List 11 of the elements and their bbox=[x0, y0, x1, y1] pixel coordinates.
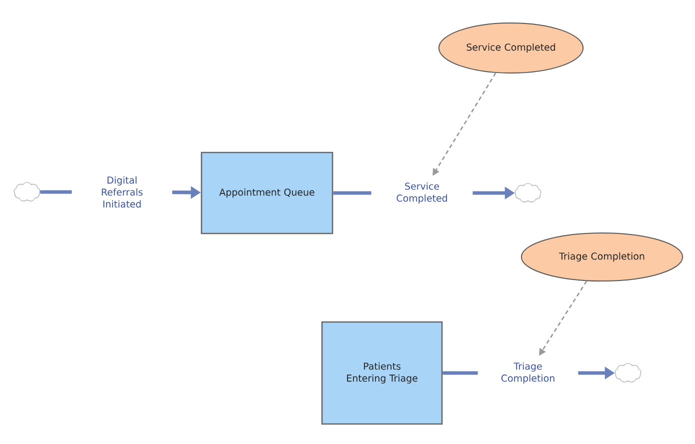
stock-box: Appointment Queue bbox=[200, 152, 334, 234]
cloud-icon bbox=[614, 363, 642, 382]
cloud-icon bbox=[14, 182, 40, 202]
flow-label: Service Completed bbox=[396, 182, 447, 204]
flow-label: Digital Referrals Initiated bbox=[102, 176, 143, 208]
flow-pipe bbox=[442, 371, 478, 375]
stock-box: Patients Entering Triage bbox=[321, 321, 443, 425]
flow-pipe bbox=[40, 190, 72, 194]
flow-pipe bbox=[333, 191, 372, 195]
flow-label: Triage Completion bbox=[501, 362, 554, 384]
cloud-icon bbox=[514, 183, 542, 202]
